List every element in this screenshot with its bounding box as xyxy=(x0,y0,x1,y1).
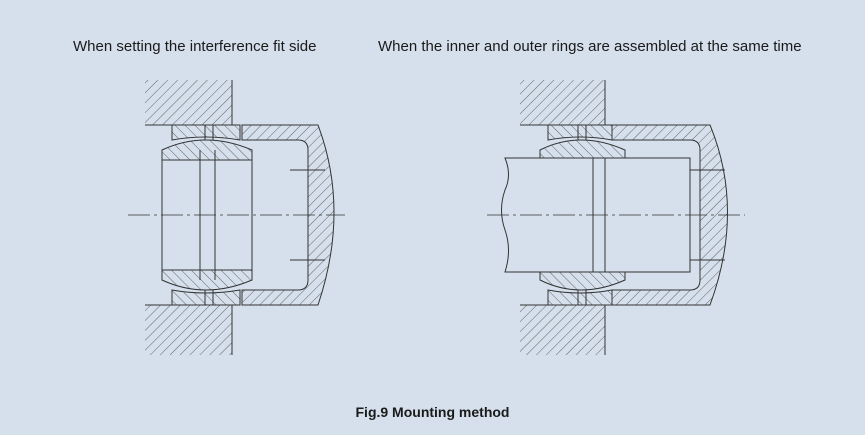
housing-lower-right xyxy=(520,305,605,355)
left-diagram-interference-fit xyxy=(128,80,345,355)
outer-ring-bottom-right xyxy=(547,289,613,306)
caption-interference-fit: When setting the interference fit side xyxy=(73,38,317,55)
housing-lower xyxy=(145,305,232,355)
housing-upper xyxy=(145,80,232,125)
inner-ring-top-right xyxy=(539,139,626,159)
outer-ring-bottom xyxy=(171,289,241,306)
right-diagram-simultaneous xyxy=(487,80,745,355)
caption-simultaneous-assembly: When the inner and outer rings are assem… xyxy=(378,38,802,55)
figure-title: Fig.9 Mounting method xyxy=(355,404,510,420)
housing-upper-right xyxy=(520,80,605,125)
outer-ring-top xyxy=(171,124,241,141)
inner-ring-top xyxy=(161,139,253,161)
outer-ring-top-right xyxy=(547,124,613,141)
inner-ring-bottom-right xyxy=(539,271,626,291)
inner-ring-bottom xyxy=(161,269,253,291)
